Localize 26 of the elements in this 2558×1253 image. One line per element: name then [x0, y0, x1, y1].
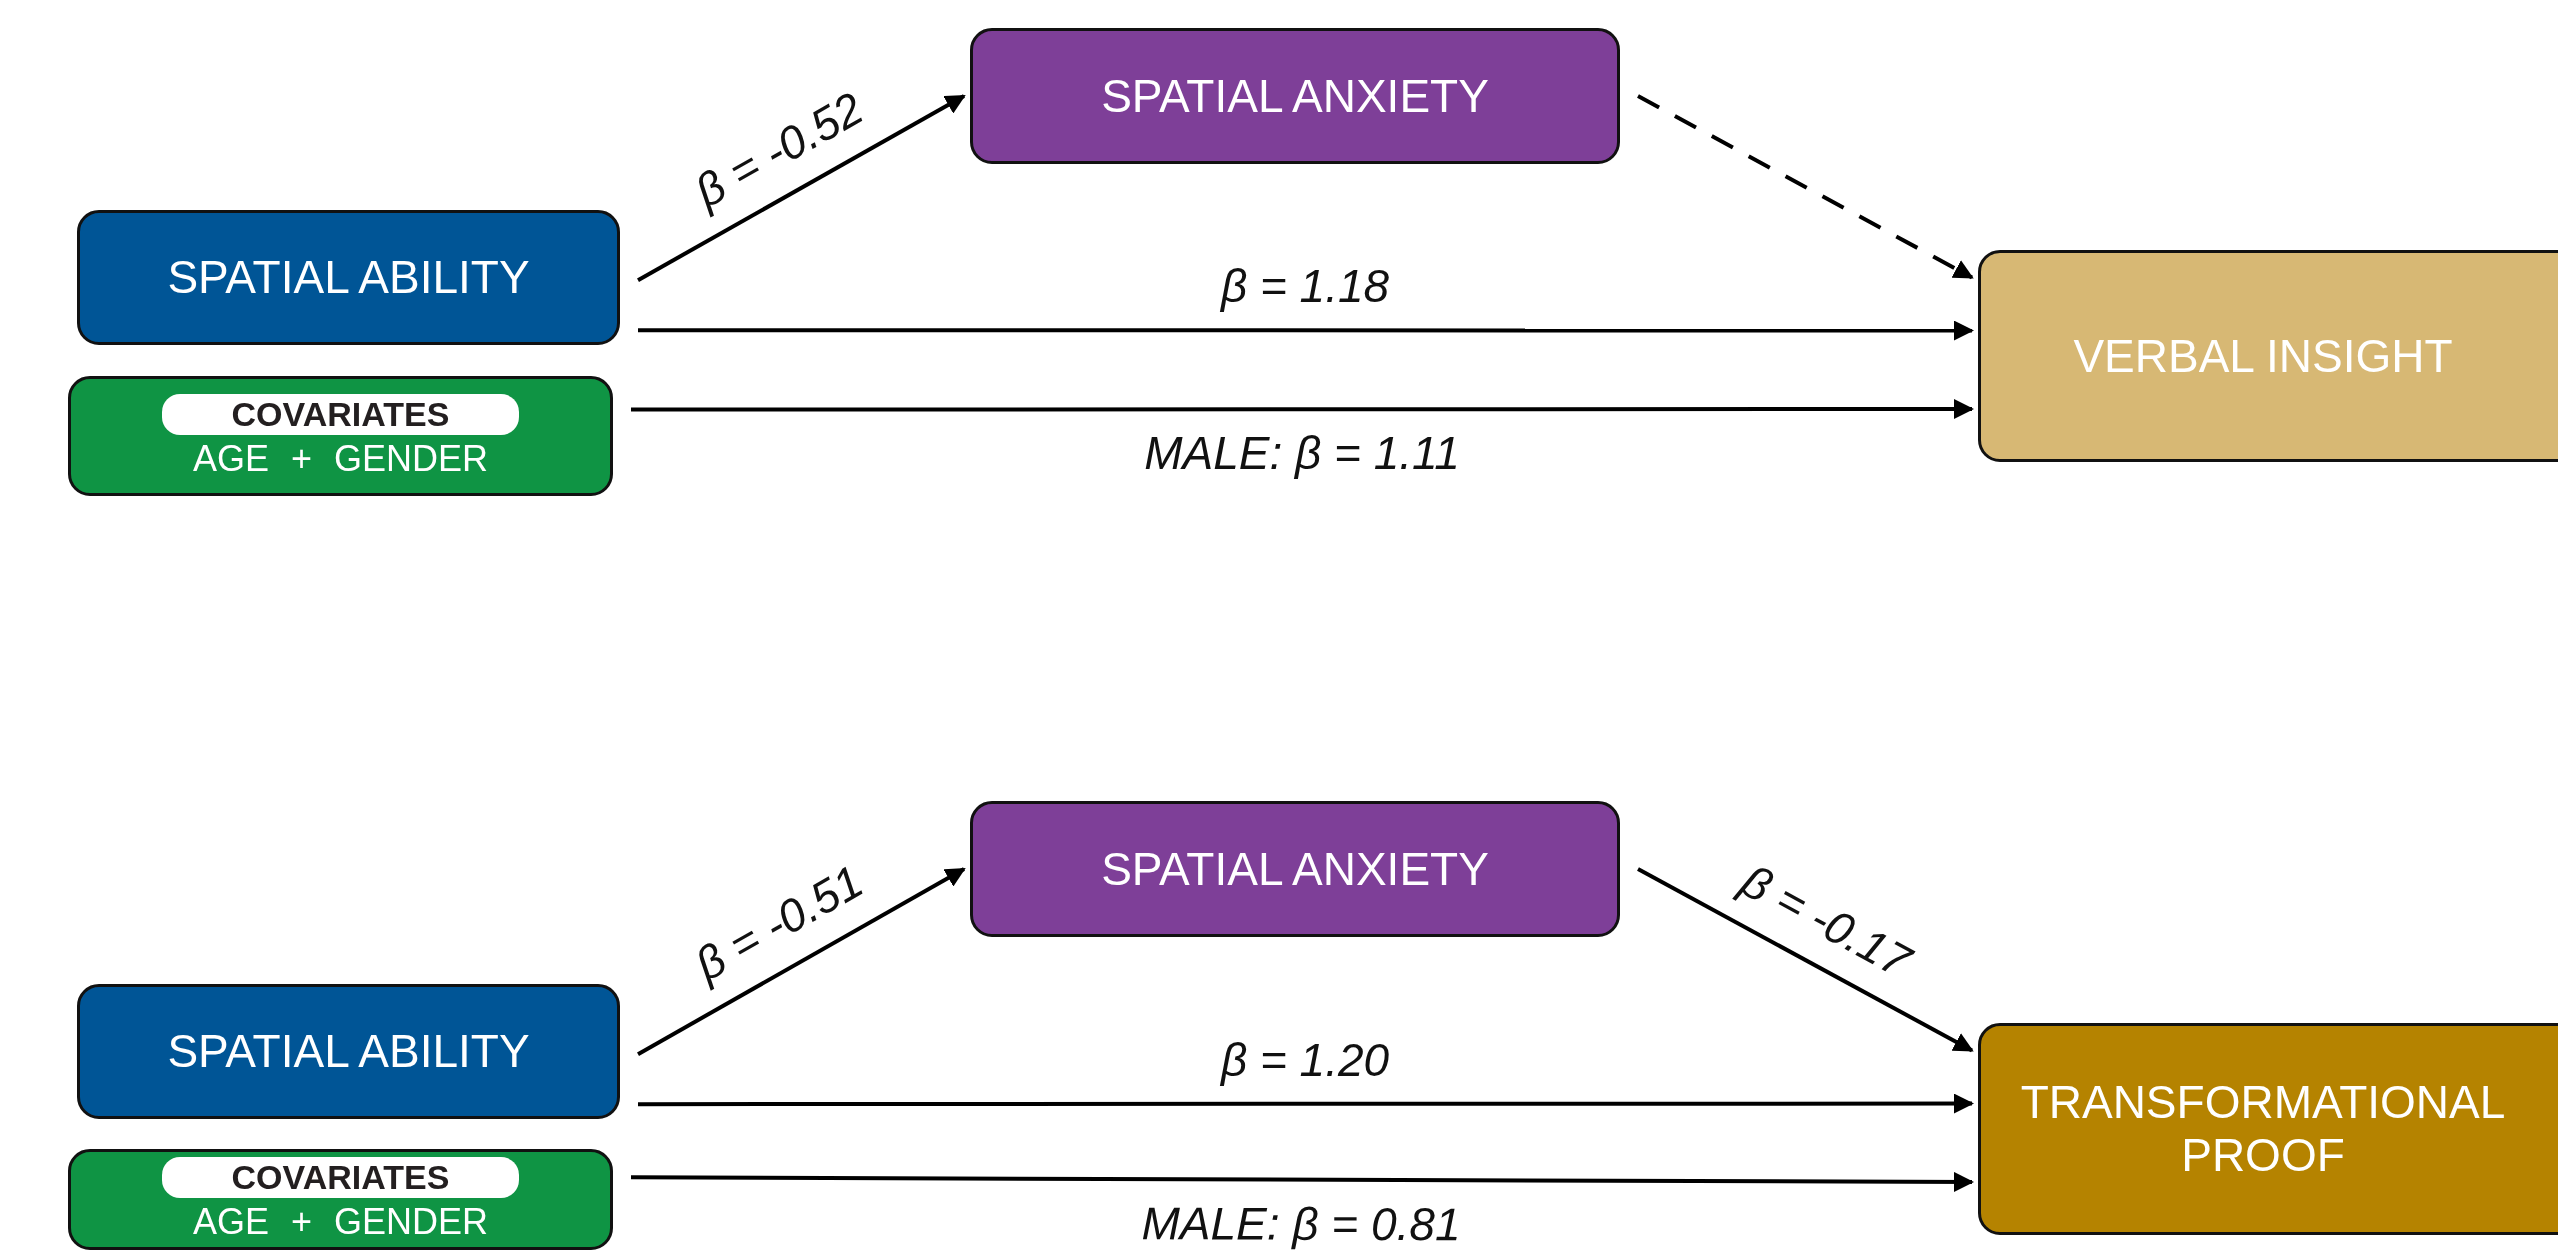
mediator-box	[970, 28, 1620, 164]
arrow	[638, 1093, 1974, 1114]
covariates-text: AGE + GENDER	[192, 438, 489, 479]
covariates-tag: COVARIATES	[161, 393, 520, 435]
node-label: SPATIAL ABILITY	[167, 1025, 530, 1078]
predictor-box	[77, 984, 620, 1119]
outcome-box	[1978, 250, 2558, 462]
covariates-text: AGE + GENDER	[192, 1202, 489, 1242]
predictor-box	[77, 210, 620, 345]
mediator-box	[970, 801, 1620, 937]
covariates-tag: COVARIATES	[161, 1157, 520, 1199]
arrow	[637, 867, 966, 1056]
covariates-box	[68, 1149, 613, 1250]
node-label: VERBAL INSIGHT	[2073, 329, 2453, 383]
arrow	[637, 94, 966, 282]
covariates-box	[68, 376, 613, 496]
arrow	[1637, 867, 1974, 1053]
node-label: SPATIAL ABILITY	[167, 251, 530, 304]
arrow	[1637, 94, 1974, 280]
arrow	[631, 1171, 1974, 1192]
arrow	[638, 320, 1974, 341]
node-label: TRANSFORMATIONAL PROOF	[2019, 1076, 2507, 1182]
node-label: SPATIAL ANXIETY	[1101, 842, 1489, 896]
outcome-box	[1978, 1023, 2558, 1235]
node-label: SPATIAL ANXIETY	[1101, 69, 1489, 123]
arrow	[631, 399, 1974, 419]
